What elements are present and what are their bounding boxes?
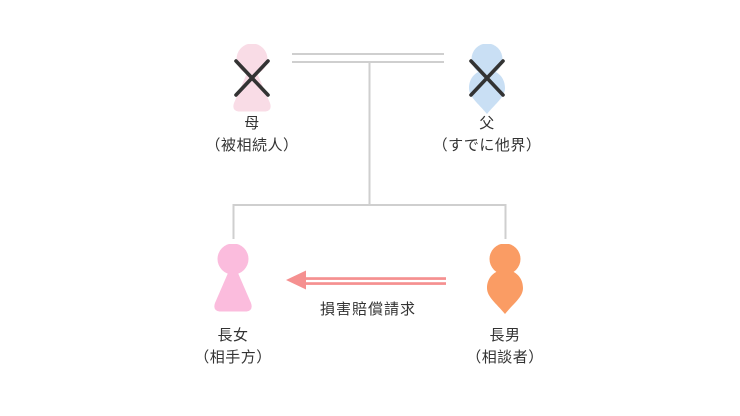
- daughter-name: 長女: [217, 327, 249, 344]
- mother-head: [236, 44, 268, 75]
- son-head: [489, 244, 521, 275]
- mother-label: 母 （被相続人）: [167, 113, 337, 157]
- mother-body: [233, 72, 271, 112]
- claim-arrow-label: 損害賠償請求: [319, 301, 416, 318]
- arrow-head: [286, 270, 306, 290]
- mother-note: （被相続人）: [205, 137, 299, 154]
- mother-person-icon: [233, 44, 271, 112]
- daughter-note: （相手方）: [194, 349, 272, 366]
- arrow-shaft-top: [304, 277, 446, 280]
- father-person-icon: [469, 44, 505, 114]
- son-body: [487, 270, 523, 314]
- son-person-icon: [487, 244, 523, 314]
- daughter-body: [214, 272, 252, 312]
- son-name: 長男: [489, 327, 521, 344]
- arrow-shaft-bottom: [304, 282, 446, 285]
- father-body: [469, 70, 505, 114]
- father-label: 父 （すでに他界）: [402, 113, 572, 157]
- father-head: [471, 44, 503, 75]
- mother-name: 母: [244, 115, 260, 132]
- daughter-label: 長女 （相手方）: [148, 325, 318, 369]
- son-note: （相談者）: [466, 349, 544, 366]
- father-note: （すでに他界）: [432, 137, 542, 154]
- claim-arrow-left-icon: [286, 270, 446, 290]
- daughter-head: [217, 244, 249, 275]
- daughter-person-icon: [214, 244, 252, 312]
- father-name: 父: [479, 115, 495, 132]
- son-label: 長男 （相談者）: [420, 325, 590, 369]
- deceased-cross-icon: [469, 59, 505, 97]
- deceased-cross-icon: [234, 59, 270, 97]
